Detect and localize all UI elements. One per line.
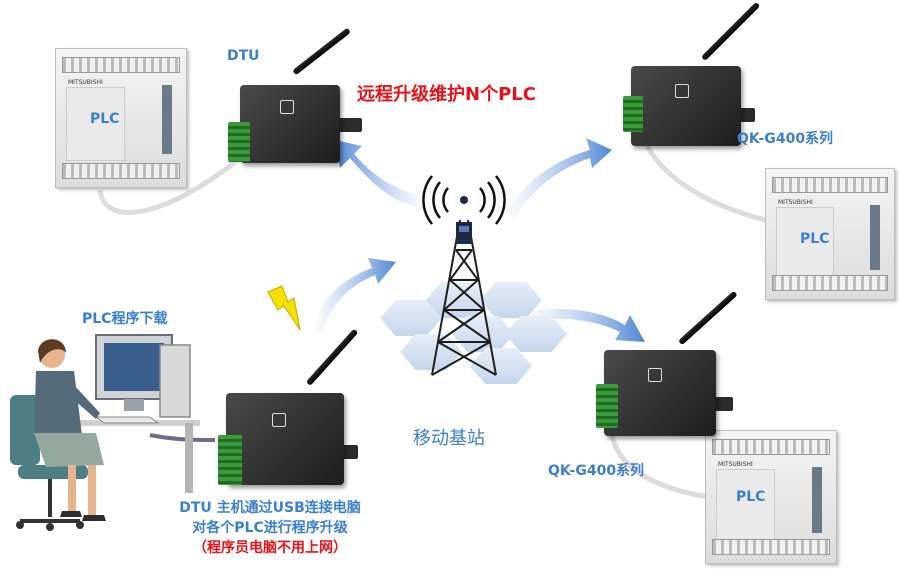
- person-torso: [34, 371, 82, 435]
- dtu-terminal-block: [228, 122, 250, 162]
- cable-bottom-right: [607, 419, 716, 501]
- hex-cell: [426, 282, 488, 318]
- plc-led-column: [162, 85, 172, 154]
- dtu-logo-icon: [648, 368, 662, 382]
- dtu-body: [631, 66, 741, 146]
- plc-terminals: [772, 275, 888, 291]
- dtu-module-bottom-right: [590, 290, 740, 442]
- plc-brand: MITSUBISHI: [718, 461, 753, 468]
- antenna-icon: [677, 290, 738, 346]
- description-line-3: （程序员电脑不用上网）: [193, 540, 347, 556]
- dtu-terminal-block: [623, 96, 643, 132]
- base-station: [370, 170, 570, 390]
- antenna-icon: [292, 27, 352, 76]
- plc-terminals: [62, 163, 180, 179]
- plc-panel: [776, 207, 835, 277]
- plc-label: PLC: [90, 111, 120, 127]
- arrow-to-bottom-right-dtu: [525, 308, 645, 342]
- series-label-bottom: QK-G400系列: [548, 463, 645, 479]
- programmer-workstation: [10, 334, 200, 531]
- arrow-to-top-left-dtu: [335, 140, 425, 208]
- cable-top-right: [637, 129, 776, 225]
- plc-panel: [716, 469, 776, 540]
- dtu-terminal-block: [218, 435, 242, 485]
- arrow-from-bottom-dtu: [312, 258, 396, 332]
- series-label-top: QK-G400系列: [737, 131, 834, 147]
- cable-top-left: [97, 156, 242, 215]
- dtu-logo-icon: [272, 413, 286, 427]
- description-block: DTU 主机通过USB连接电脑 对各个PLC进行程序升级 （程序员电脑不用上网）: [150, 498, 390, 558]
- plc-terminals: [712, 539, 830, 555]
- plc-terminals: [712, 439, 830, 455]
- base-station-label: 移动基站: [413, 428, 485, 449]
- plc-terminals: [62, 57, 180, 73]
- dtu-body: [240, 85, 340, 163]
- dtu-label: DTU: [227, 48, 260, 64]
- antenna-icon: [305, 328, 359, 387]
- plc-top-right: MITSUBISHI PLC: [765, 168, 895, 300]
- person-skirt: [34, 433, 104, 467]
- plc-top-left: MITSUBISHI PLC: [55, 48, 187, 188]
- plc-label: PLC: [800, 231, 830, 247]
- dtu-module-host: [212, 328, 372, 495]
- dtu-terminal-block: [596, 384, 618, 428]
- dtu-module-top-right: [615, 1, 765, 150]
- description-line-1: DTU 主机通过USB连接电脑: [179, 500, 361, 516]
- tower-icon: [422, 175, 506, 376]
- plc-download-label: PLC程序下载: [82, 311, 168, 327]
- plc-label: PLC: [736, 489, 766, 505]
- dtu-logo-icon: [280, 100, 294, 114]
- usb-cable: [149, 433, 216, 442]
- plc-brand: MITSUBISHI: [778, 199, 813, 206]
- plc-led-column: [870, 205, 880, 270]
- arrow-to-top-right-dtu: [505, 138, 612, 218]
- lightning-icon: [267, 285, 301, 331]
- dtu-body: [604, 350, 716, 436]
- pc-tower-icon: [159, 344, 191, 418]
- plc-terminals: [772, 177, 888, 193]
- keyboard-icon: [94, 416, 160, 424]
- description-line-2: 对各个PLC进行程序升级: [192, 520, 348, 536]
- plc-brand: MITSUBISHI: [68, 79, 103, 86]
- plc-panel: [66, 87, 126, 161]
- dtu-module-top-left: [222, 27, 362, 170]
- plc-led-column: [812, 467, 822, 533]
- dtu-logo-icon: [675, 84, 689, 98]
- plc-bottom-right: MITSUBISHI PLC: [705, 430, 837, 564]
- antenna-icon: [700, 1, 761, 62]
- diagram-title: 远程升级维护N个PLC: [357, 84, 536, 105]
- dtu-body: [226, 393, 344, 485]
